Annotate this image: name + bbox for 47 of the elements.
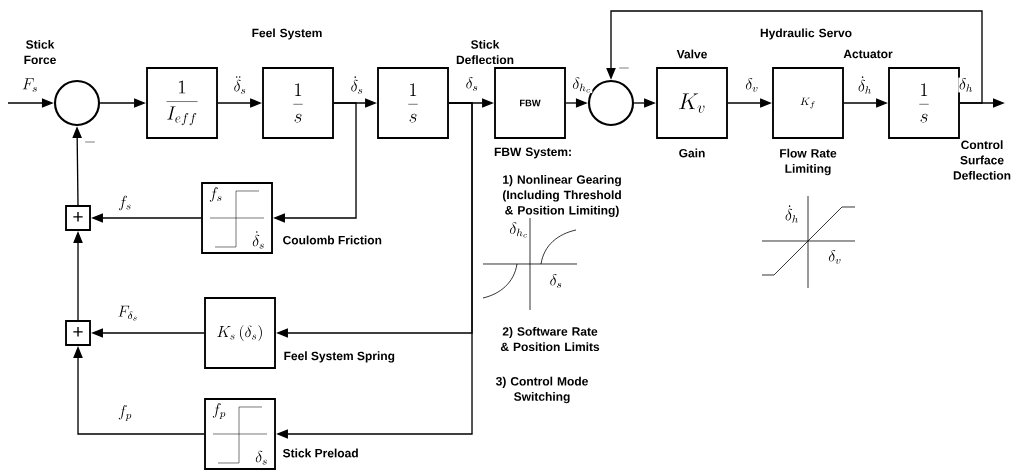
gain-block: $K_v$: [656, 67, 728, 139]
edge-label: $f_p$: [117, 404, 133, 422]
signal-name: Stick Force: [24, 39, 56, 65]
edge-label: $\ddot{\delta}_s$: [232, 75, 248, 95]
edge-label: $F_{\delta_s}$: [116, 305, 140, 321]
integrator-block: $\frac{1}{s}$: [262, 67, 334, 139]
edge-label: $-$: [83, 136, 97, 148]
block-caption: Stick Preload: [282, 448, 358, 458]
transfer-block: $\frac{1}{I_{eff}}$: [146, 67, 218, 139]
gain-block: $K_f$: [772, 67, 844, 139]
nonlinearity-block: $f_s$ $\dot{\delta}_s$: [201, 182, 273, 254]
fbw-block: FBW: [494, 67, 566, 139]
edge-label: $\dot{\delta}_s$: [349, 75, 365, 95]
edge-label: $-$: [617, 62, 631, 74]
spring-block: $K_s\left(\delta_s\right)$: [204, 297, 276, 369]
edge-label: $\delta_s$: [464, 76, 480, 92]
block-caption: Flow Rate Limiting: [780, 148, 837, 176]
edge-label: $\delta_h$: [958, 77, 974, 93]
nonlinearity-block: $f_p$ $\delta_s$: [204, 398, 276, 470]
axis-label: $\delta_s$: [550, 274, 562, 288]
note-item: 2) Software Rate & Position Limits: [500, 326, 600, 352]
note-item: 3) Control Mode Switching: [495, 376, 588, 404]
edge-label: $f_s$: [117, 195, 133, 211]
block-caption: Valve: [676, 49, 707, 59]
signal-name: Control Surface Deflection: [953, 140, 1011, 180]
summing-junction: [53, 79, 101, 127]
edge-label: $\delta_v$: [744, 77, 760, 93]
axis-label: $\delta_{h_c}$: [510, 222, 528, 238]
group-title: Hydraulic Servo: [760, 28, 852, 40]
integrator-block: $\frac{1}{s}$: [888, 67, 960, 139]
summing-junction: +: [65, 205, 91, 231]
note-item: 1) Nonlinear Gearing (Including Threshold & Position Limiting): [502, 175, 621, 217]
block-caption: Gain: [679, 148, 705, 158]
block-caption: Coulomb Friction: [283, 235, 382, 245]
edge-label: $\dot{\delta}_h$: [857, 75, 873, 95]
arrow: [606, 10, 983, 104]
block-caption: Feel System Spring: [284, 351, 395, 363]
summing-junction: +: [65, 320, 91, 346]
note-heading: FBW System:: [494, 147, 571, 159]
signal-name: Stick Deflection: [456, 39, 514, 65]
edge-label: $\delta_{h_c}$: [571, 76, 593, 94]
integrator-block: $\frac{1}{s}$: [377, 67, 449, 139]
axis-label: $\dot{\delta}_h$: [785, 205, 799, 223]
edge-label: $F_s$: [21, 77, 39, 93]
group-title: Feel System: [252, 28, 322, 40]
axis-label: $\delta_v$: [828, 250, 841, 264]
group-title: Actuator: [843, 49, 893, 59]
